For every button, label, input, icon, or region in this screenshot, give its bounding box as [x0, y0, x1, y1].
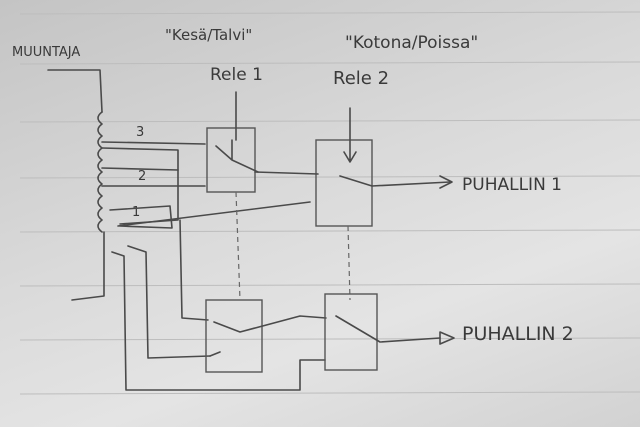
- relay-1: [206, 91, 259, 301]
- relay1-mode-label: "Kesä/Talvi": [165, 26, 252, 44]
- fan1-label: PUHALLIN 1: [462, 175, 562, 195]
- tap-wires: [101, 141, 326, 391]
- relay-4: [324, 293, 455, 371]
- relay2-label: Rele 2: [333, 68, 389, 89]
- transformer-coil: [47, 69, 105, 301]
- relay2-mode-label: "Kotona/Poissa": [345, 33, 478, 53]
- transformer-label: MUUNTAJA: [12, 45, 80, 60]
- fan2-label: PUHALLIN 2: [462, 323, 574, 345]
- relay1-label: Rele 1: [210, 65, 263, 85]
- relay-2: [254, 107, 453, 301]
- ruled-lines: [19, 11, 640, 395]
- tap2-label: 2: [138, 169, 146, 184]
- tap3-label: 3: [136, 125, 144, 140]
- relay-3: [205, 299, 327, 373]
- tap1-label: 1: [132, 205, 140, 220]
